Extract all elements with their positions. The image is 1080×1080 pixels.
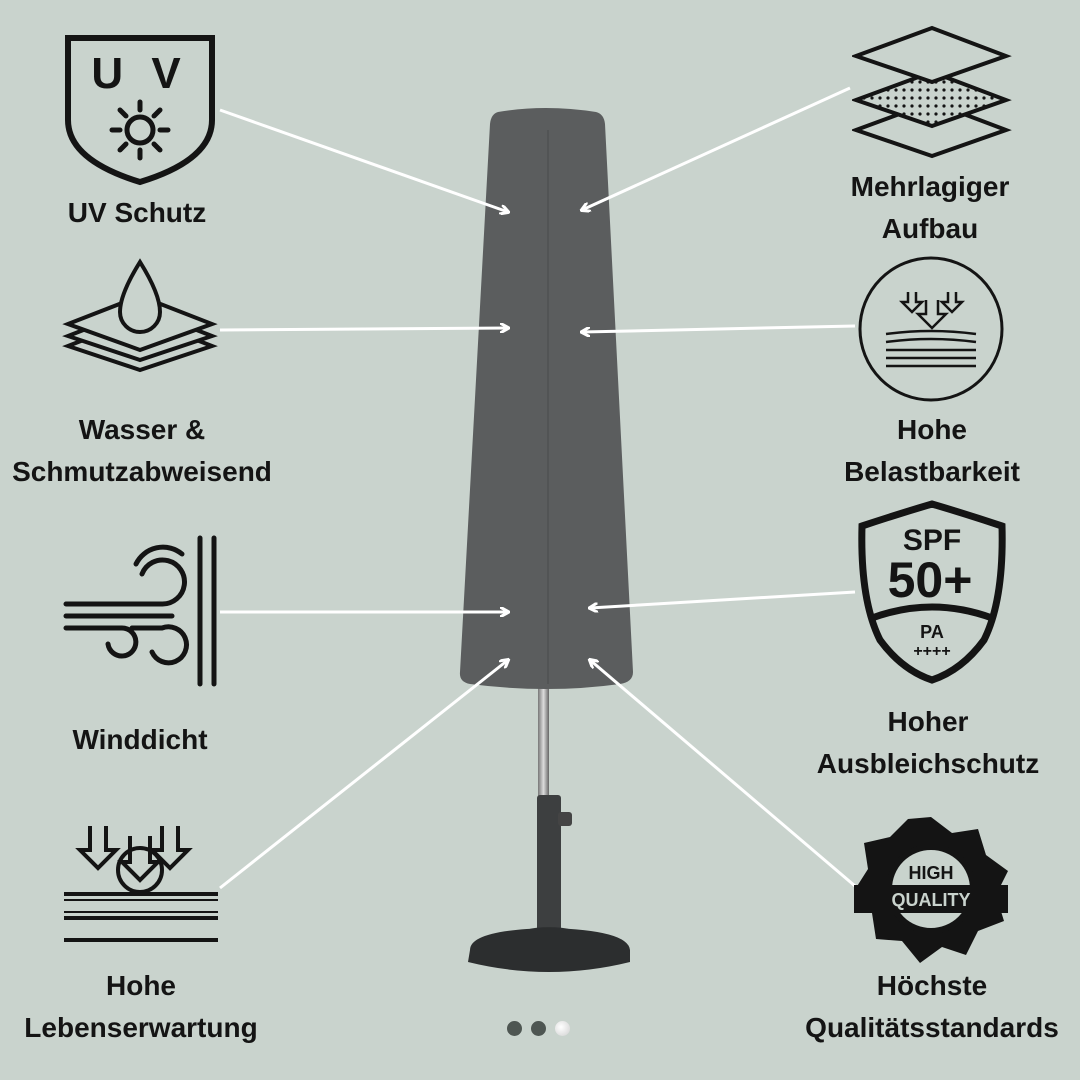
water-drop-layers-icon: [62, 258, 218, 373]
carousel-dot-3-active[interactable]: [555, 1021, 570, 1036]
umbrella-base: [468, 928, 630, 972]
load-circle-icon: [858, 256, 1004, 402]
label-line: Hoher: [887, 706, 969, 737]
arrow-durability: [219, 660, 508, 890]
label-line: Winddicht: [72, 724, 208, 755]
label-line: Höchste: [876, 970, 988, 1001]
label-line: Lebenserwartung: [24, 1012, 258, 1043]
quality-badge-icon: HIGH QUALITY: [854, 817, 1008, 963]
label-line: Schmutzabweisend: [12, 456, 272, 487]
wind-icon: [63, 535, 217, 687]
svg-text:50+: 50+: [888, 552, 973, 608]
spf-shield-icon: SPF 50+ PA ++++: [858, 500, 1006, 684]
carousel-dot-2[interactable]: [531, 1021, 546, 1036]
arrow-water: [219, 328, 508, 330]
arrow-load: [582, 324, 856, 332]
label-line: Belastbarkeit: [844, 456, 1020, 487]
carousel-dot-1[interactable]: [507, 1021, 522, 1036]
layers-icon: [852, 25, 1012, 159]
feature-label-uv: UV Schutz: [0, 192, 317, 234]
label-line: Hohe: [897, 414, 967, 445]
arrow-quality: [590, 660, 856, 888]
umbrella-stand-tube: [537, 795, 561, 935]
carousel-indicator: [507, 1021, 570, 1036]
uv-shield-icon: U V: [65, 35, 215, 186]
label-line: Qualitätsstandards: [805, 1012, 1059, 1043]
umbrella-pole: [538, 680, 549, 805]
label-line: Ausbleichschutz: [816, 748, 1040, 779]
svg-text:U V: U V: [91, 49, 188, 98]
svg-text:PA: PA: [920, 622, 944, 642]
label-line: Mehrlagiger: [850, 171, 1010, 202]
label-line: Aufbau: [881, 213, 979, 244]
arrows: [219, 86, 856, 890]
label-line: UV Schutz: [67, 197, 207, 228]
svg-text:++++: ++++: [913, 643, 950, 660]
svg-text:HIGH: HIGH: [909, 863, 954, 883]
feature-label-water: Wasser & Schmutzabweisend: [0, 409, 322, 493]
label-line: Hohe: [106, 970, 176, 1001]
svg-text:SPF: SPF: [903, 524, 961, 557]
label-line: Wasser &: [78, 414, 206, 445]
svg-text:QUALITY: QUALITY: [892, 890, 971, 910]
pressure-layers-icon: [64, 826, 218, 942]
umbrella-cover: [459, 108, 633, 972]
arrow-layers: [582, 86, 851, 210]
feature-label-wind: Winddicht: [0, 719, 320, 761]
arrow-spf: [590, 590, 856, 608]
arrow-uv: [219, 108, 508, 212]
